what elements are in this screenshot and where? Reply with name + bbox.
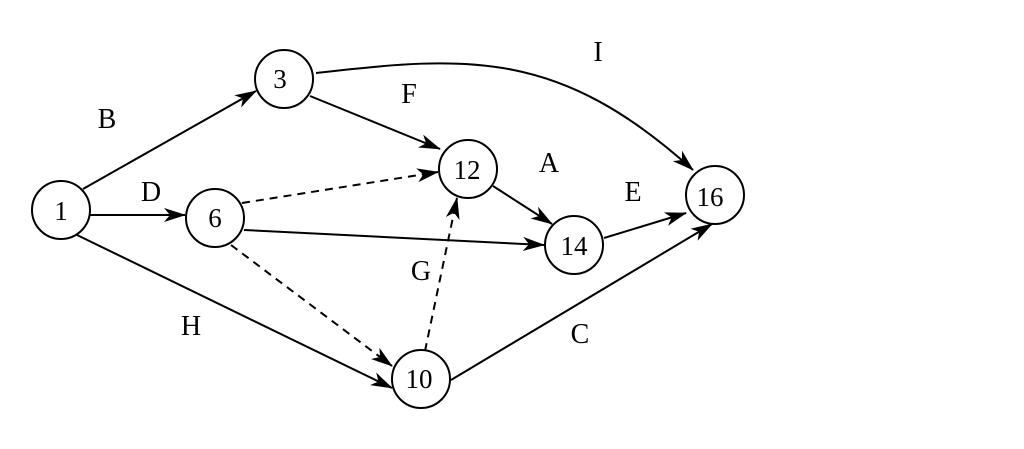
edge-1-3 xyxy=(82,90,257,190)
edge-6-12 xyxy=(241,168,439,204)
edge-1-10 xyxy=(76,234,393,389)
node-12: 12 xyxy=(438,139,498,199)
edge-label-f: F xyxy=(401,79,417,110)
edge-3-12 xyxy=(309,95,441,150)
edge-label-d: D xyxy=(141,177,161,208)
node-14: 14 xyxy=(544,215,604,275)
node-10: 10 xyxy=(391,349,451,409)
edge-6-10 xyxy=(230,244,393,367)
node-label-1: 1 xyxy=(54,196,68,226)
node-3: 3 xyxy=(254,49,314,109)
edge-label-a: A xyxy=(539,148,560,179)
edge-6-14 xyxy=(243,229,545,251)
edge-label-e: E xyxy=(624,177,641,208)
node-16: 16 xyxy=(685,165,745,225)
edge-label-b: B xyxy=(98,104,117,135)
edge-label-c: C xyxy=(571,319,590,350)
node-label-14: 14 xyxy=(561,231,589,261)
edge-14-16 xyxy=(603,212,687,239)
edge-label-g: G xyxy=(411,256,431,287)
node-label-3: 3 xyxy=(273,64,287,94)
node-label-6: 6 xyxy=(208,203,222,233)
node-6: 6 xyxy=(185,188,245,248)
node-1: 1 xyxy=(31,180,91,240)
edge-label-h: H xyxy=(181,311,201,342)
edge-10-16 xyxy=(450,223,713,381)
edge-3-16 xyxy=(315,62,694,171)
edge-10-12 xyxy=(424,197,460,352)
edge-label-i: I xyxy=(593,37,602,68)
node-label-16: 16 xyxy=(697,182,724,212)
edge-12-14 xyxy=(492,185,553,225)
node-label-10: 10 xyxy=(406,364,433,394)
node-label-12: 12 xyxy=(454,155,481,185)
